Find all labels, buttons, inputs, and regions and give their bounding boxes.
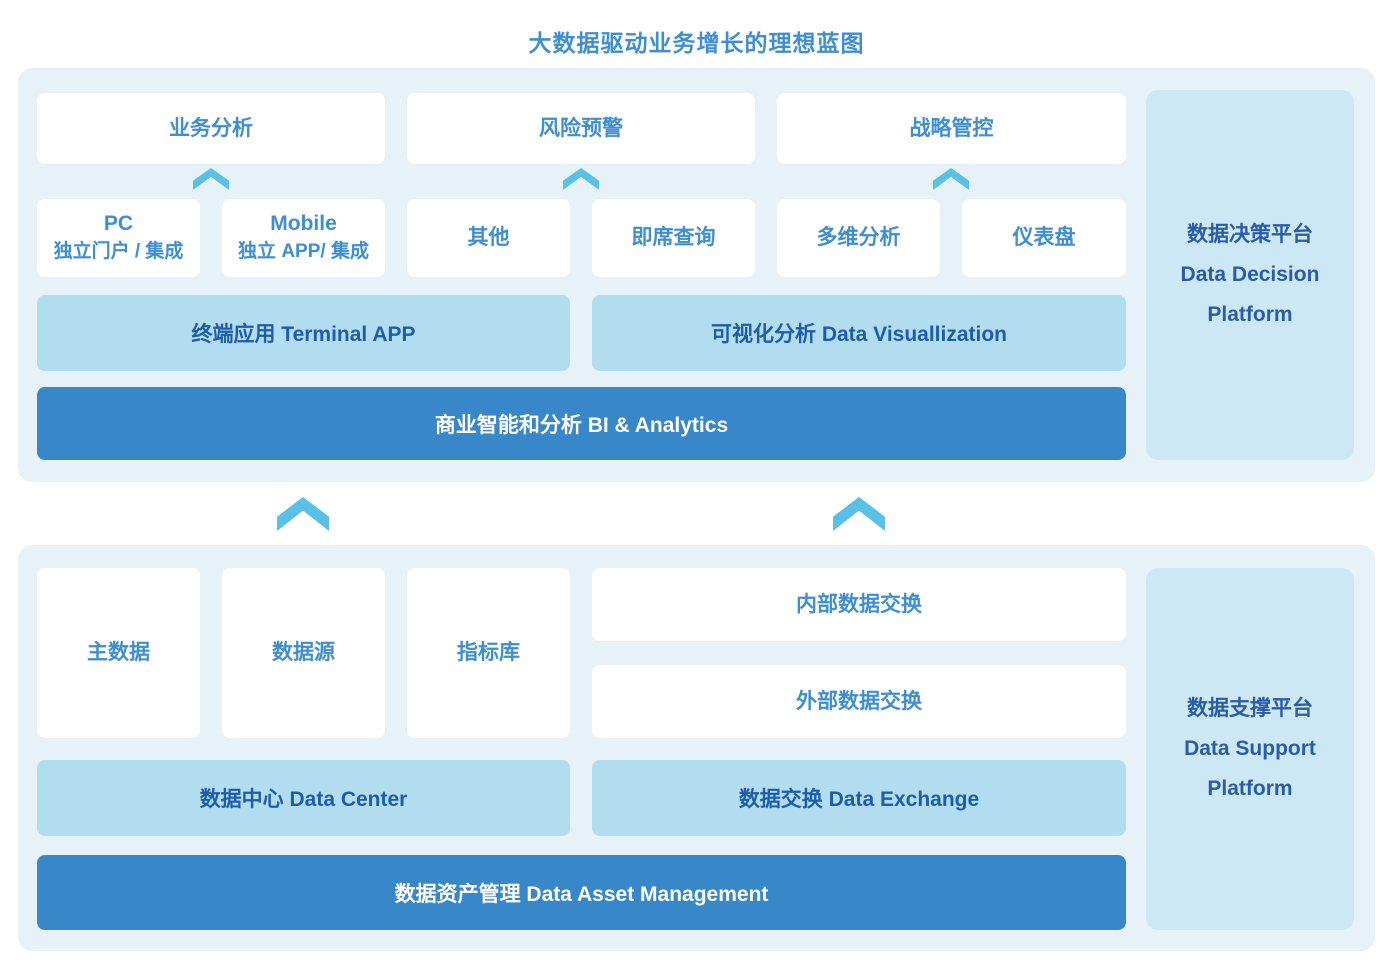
box-label: PC bbox=[103, 212, 134, 235]
chevron-up-icon bbox=[277, 497, 329, 531]
bar-data-asset-management: 数据资产管理 Data Asset Management bbox=[37, 855, 1126, 930]
box-dashboard: 仪表盘 bbox=[962, 199, 1126, 277]
sidebar-label: Platform bbox=[1207, 777, 1293, 800]
box-adhoc-query: 即席查询 bbox=[592, 199, 755, 277]
box-label: 业务分析 bbox=[169, 116, 253, 140]
box-risk-warning: 风险预警 bbox=[407, 93, 755, 164]
box-label: 数据源 bbox=[272, 641, 335, 664]
box-label: 仪表盘 bbox=[1012, 226, 1076, 249]
box-mobile-app: Mobile 独立 APP/ 集成 bbox=[222, 199, 385, 277]
box-label: 风险预警 bbox=[539, 116, 623, 140]
sidebar-label: Data Decision bbox=[1180, 263, 1320, 286]
bar-data-exchange: 数据交换 Data Exchange bbox=[592, 760, 1126, 836]
box-data-source: 数据源 bbox=[222, 568, 385, 738]
box-pc-portal: PC 独立门户 / 集成 bbox=[37, 199, 200, 277]
box-business-analysis: 业务分析 bbox=[37, 93, 385, 164]
box-label: 其他 bbox=[467, 226, 510, 249]
sidebar-label: 数据支撑平台 bbox=[1187, 697, 1313, 720]
box-sublabel: 独立门户 / 集成 bbox=[53, 241, 184, 262]
sidebar-data-support-platform: 数据支撑平台 Data Support Platform bbox=[1146, 568, 1354, 930]
sidebar-label: 数据决策平台 bbox=[1187, 223, 1313, 246]
bar-label: 数据中心 Data Center bbox=[199, 788, 408, 811]
box-internal-data-exchange: 内部数据交换 bbox=[592, 568, 1126, 641]
box-master-data: 主数据 bbox=[37, 568, 200, 738]
bar-label: 可视化分析 Data Visuallization bbox=[711, 323, 1007, 346]
box-label: 内部数据交换 bbox=[796, 592, 922, 616]
bar-label: 终端应用 Terminal APP bbox=[191, 323, 416, 346]
chevron-up-icon bbox=[563, 168, 599, 190]
box-sublabel: 独立 APP/ 集成 bbox=[238, 241, 369, 262]
bar-label: 商业智能和分析 BI & Analytics bbox=[434, 413, 729, 437]
chevron-up-icon bbox=[833, 497, 885, 531]
chevron-up-icon bbox=[933, 168, 969, 190]
decision-platform-section: 业务分析 风险预警 战略管控 PC 独立门户 / 集成 Mobile 独立 AP… bbox=[18, 68, 1375, 482]
box-label: 指标库 bbox=[457, 641, 520, 664]
support-platform-section: 主数据 数据源 指标库 内部数据交换 外部数据交换 数据中心 Data Cent… bbox=[18, 545, 1375, 951]
bar-data-center: 数据中心 Data Center bbox=[37, 760, 570, 836]
box-label: 主数据 bbox=[87, 641, 150, 664]
box-other: 其他 bbox=[407, 199, 570, 277]
sidebar-label: Platform bbox=[1207, 303, 1293, 326]
box-external-data-exchange: 外部数据交换 bbox=[592, 665, 1126, 738]
bar-data-visualization: 可视化分析 Data Visuallization bbox=[592, 295, 1126, 371]
sidebar-label: Data Support bbox=[1184, 737, 1316, 760]
sidebar-data-decision-platform: 数据决策平台 Data Decision Platform bbox=[1146, 90, 1354, 460]
bar-label: 数据资产管理 Data Asset Management bbox=[394, 882, 769, 906]
box-label: 外部数据交换 bbox=[796, 689, 922, 713]
box-label: 多维分析 bbox=[816, 226, 901, 249]
box-label: 即席查询 bbox=[631, 226, 716, 249]
box-label: 战略管控 bbox=[909, 116, 994, 140]
chevron-up-icon bbox=[193, 168, 229, 190]
bar-label: 数据交换 Data Exchange bbox=[738, 788, 980, 811]
box-label: Mobile bbox=[270, 212, 337, 235]
bar-bi-analytics: 商业智能和分析 BI & Analytics bbox=[37, 387, 1126, 460]
diagram-title: 大数据驱动业务增长的理想蓝图 bbox=[528, 30, 865, 56]
box-multidim-analysis: 多维分析 bbox=[777, 199, 940, 277]
bar-terminal-app: 终端应用 Terminal APP bbox=[37, 295, 570, 371]
box-strategy-control: 战略管控 bbox=[777, 93, 1126, 164]
box-indicator-library: 指标库 bbox=[407, 568, 570, 738]
